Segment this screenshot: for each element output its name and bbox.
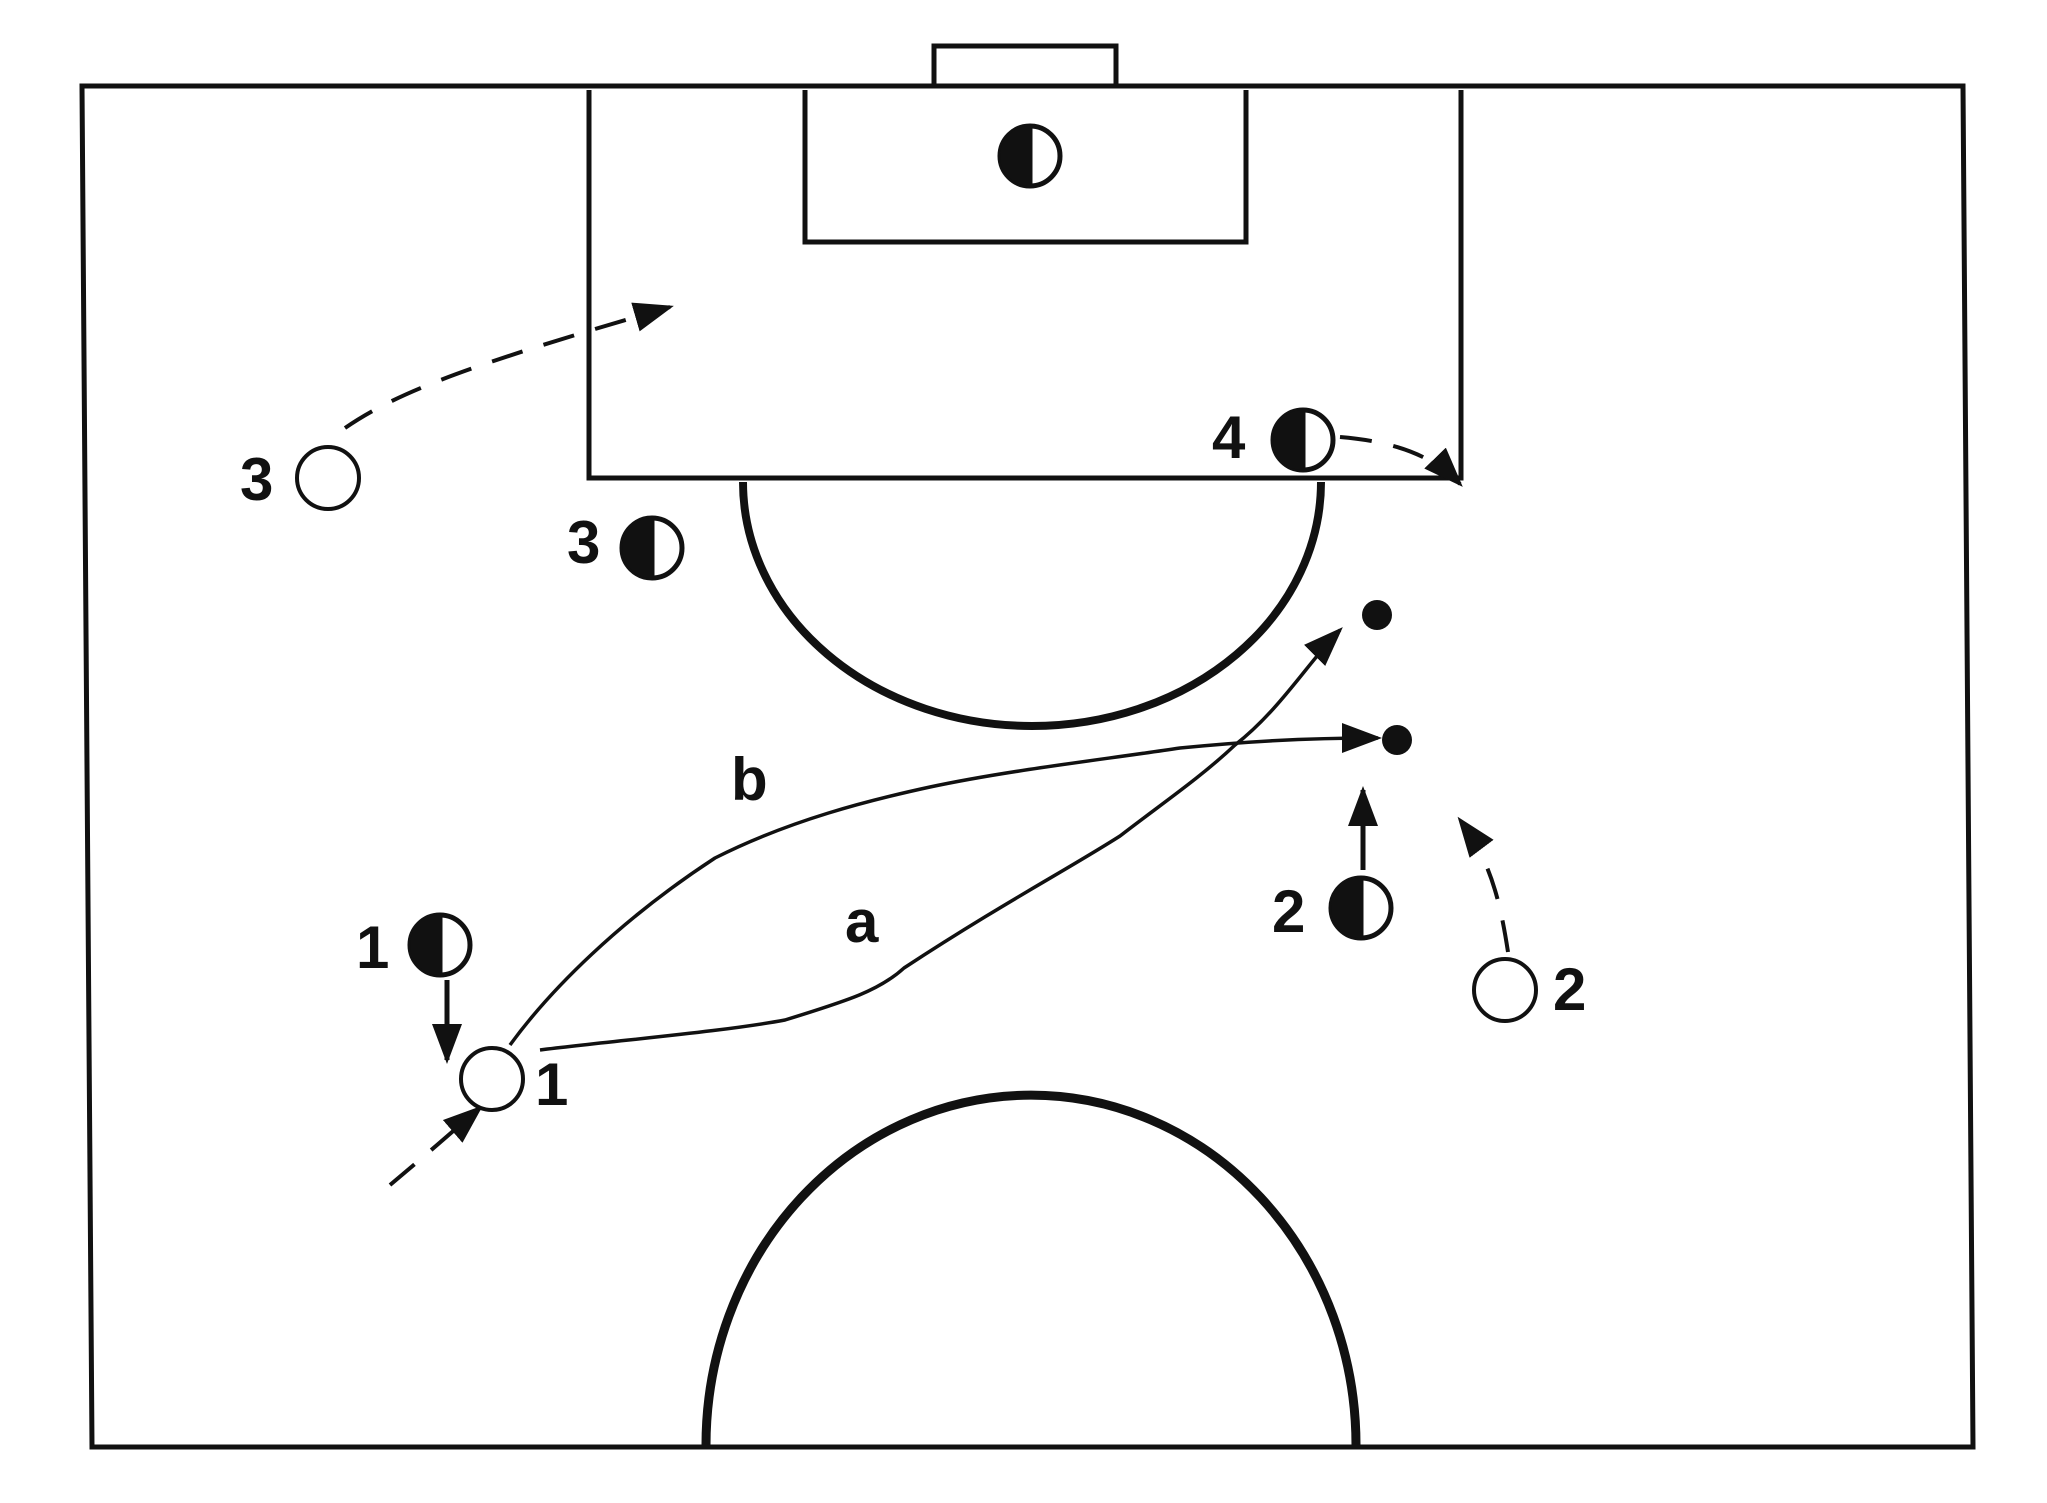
label-pass-a: a (845, 888, 879, 955)
label-attacker-2: 2 (1553, 956, 1586, 1023)
labels: 3 3 4 1 1 2 2 b a (240, 404, 1586, 1118)
defender-3-icon (619, 515, 685, 581)
defender-4-icon (1270, 407, 1336, 473)
goalkeeper-icon (997, 123, 1063, 189)
label-attacker-3: 3 (240, 446, 273, 513)
player-runs (343, 302, 1510, 1187)
penalty-area (586, 90, 1464, 481)
defender-moves (432, 786, 1378, 1064)
pass-line-b (508, 723, 1382, 1047)
attacker-3-icon (295, 445, 361, 511)
label-defender-4: 4 (1212, 404, 1246, 471)
goal-area (802, 90, 1249, 245)
label-defender-2: 2 (1272, 878, 1305, 945)
ball-b-target-icon (1362, 600, 1392, 630)
defenders (407, 123, 1394, 978)
balls (1362, 600, 1412, 755)
run-defender-4 (1339, 435, 1463, 487)
attacker-1-icon (459, 1046, 525, 1112)
field-boundary (79, 83, 1976, 1450)
field-markings (79, 43, 1976, 1450)
pass-line-a (539, 627, 1343, 1052)
goal-box (931, 43, 1119, 89)
defender-1-icon (407, 912, 473, 978)
penalty-arc (739, 481, 1325, 730)
pass-lines (508, 627, 1382, 1052)
defender-2-icon (1328, 875, 1394, 941)
label-pass-b: b (731, 746, 768, 813)
label-attacker-1: 1 (535, 1051, 568, 1118)
center-circle-arc (701, 1090, 1361, 1446)
run-attacker-3 (343, 302, 674, 430)
label-defender-3: 3 (567, 509, 600, 576)
run-attacker-1 (388, 1105, 484, 1187)
run-attacker-2 (1457, 816, 1510, 953)
attackers (295, 445, 1538, 1112)
label-defender-1: 1 (356, 914, 389, 981)
attacker-2-icon (1472, 957, 1538, 1023)
ball-a-target-icon (1382, 725, 1412, 755)
